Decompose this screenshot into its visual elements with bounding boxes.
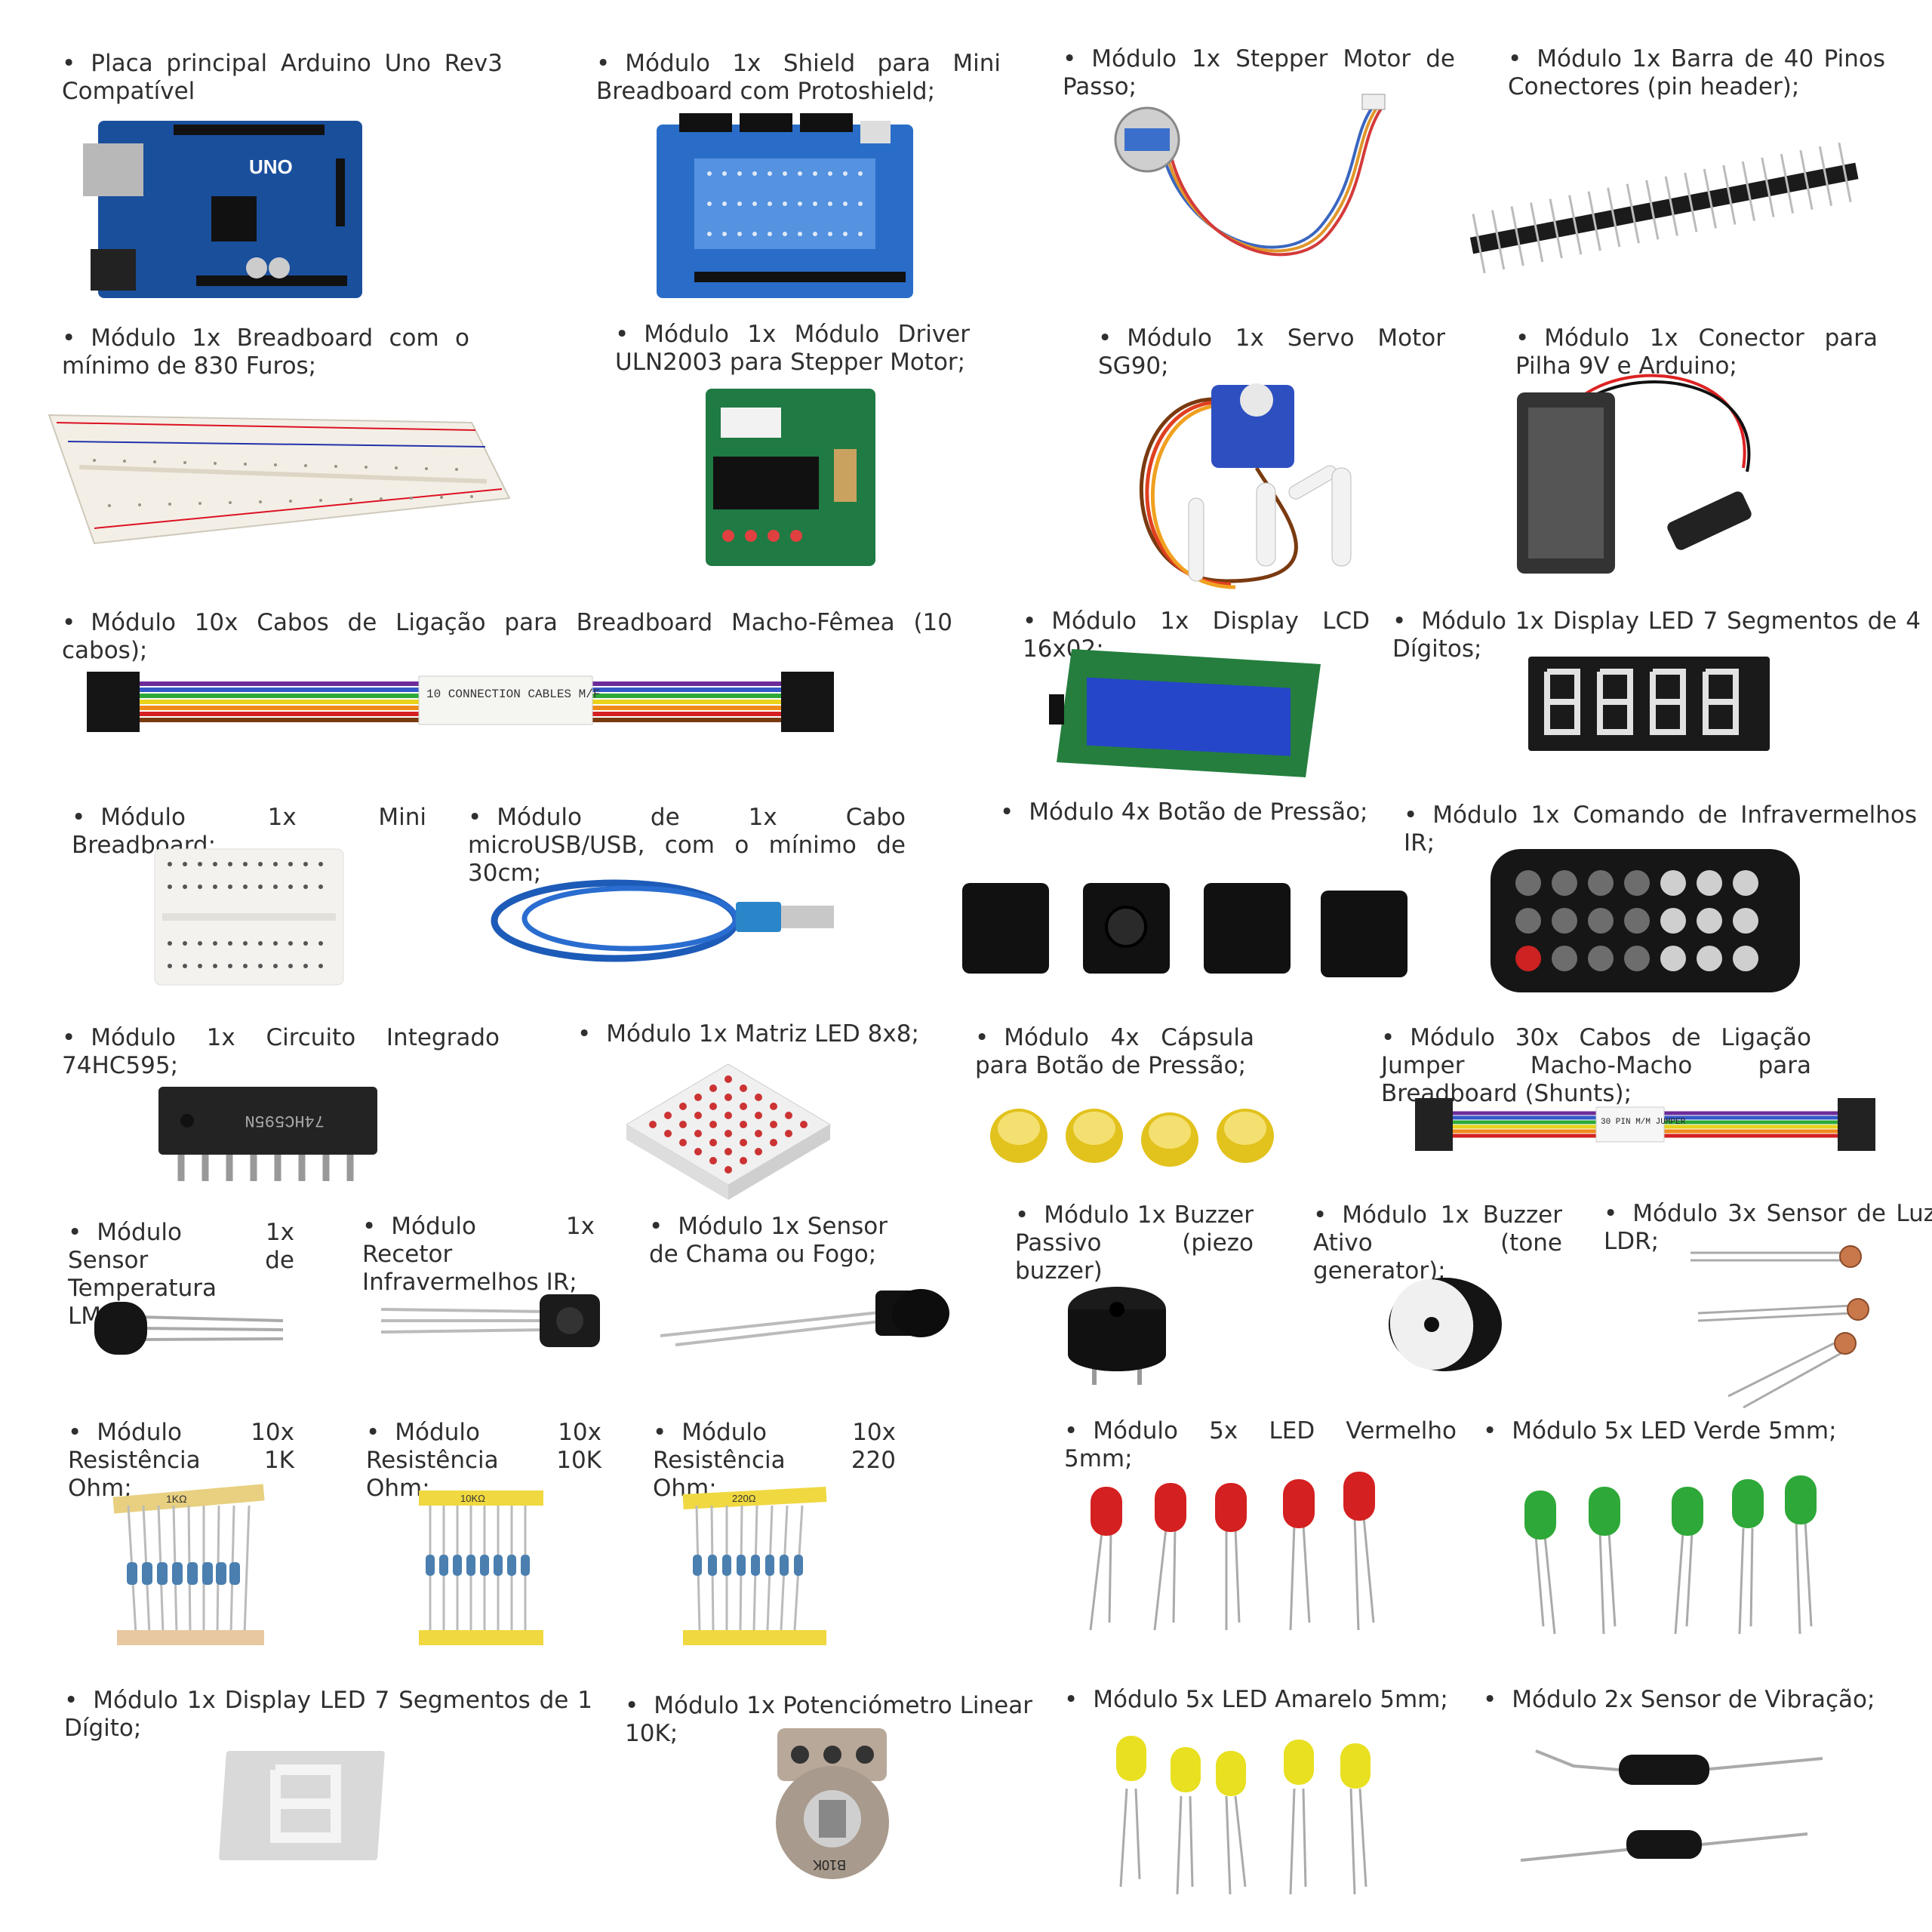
- item-label: Módulo 10x Cabos de Ligação para Breadbo…: [62, 609, 952, 664]
- led-matrix-icon: [626, 1057, 831, 1200]
- stepper-motor-icon: [1094, 91, 1396, 287]
- item-label: Módulo 5x LED Amarelo 5mm;: [1093, 1686, 1448, 1713]
- servo-motor-icon: [1106, 370, 1423, 596]
- button-caps-icon: [989, 1106, 1291, 1174]
- pot-tag: B10K: [813, 1857, 846, 1872]
- item-label: Módulo 1x Matriz LED 8x8;: [606, 1020, 919, 1048]
- lm35-sensor-icon: [94, 1298, 291, 1358]
- item-label: Módulo 1x Potenciómetro Linear 10K;: [625, 1692, 1032, 1747]
- usb-cable-icon: [487, 872, 841, 970]
- item-label: Módulo 1x Servo Motor SG90;: [1098, 325, 1445, 380]
- item-label: Módulo 1x Conector para Pilha 9V e Ardui…: [1515, 325, 1878, 380]
- item-label: Módulo 1x Circuito Integrado 74HC595;: [62, 1024, 500, 1079]
- battery-connector-icon: [1517, 355, 1774, 581]
- potentiometer-icon: B10K: [774, 1728, 891, 1879]
- item-label: Módulo 1x Buzzer Passivo (piezo buzzer): [1015, 1201, 1254, 1284]
- lcd-display-icon: [1049, 649, 1328, 777]
- active-buzzer-icon: [1377, 1272, 1506, 1377]
- seven-segment-1-digit-icon: [219, 1751, 385, 1860]
- jumper-cables-mm-icon: 30 PIN M/M JUMPER: [1415, 1091, 1875, 1158]
- item-label: Módulo 5x LED Vermelho 5mm;: [1064, 1417, 1457, 1472]
- resistor-1k-icon: 1KΩ: [112, 1484, 265, 1649]
- item-label: Placa principal Arduino Uno Rev3 Compatí…: [62, 50, 503, 105]
- item-label: Módulo 1x Módulo Driver ULN2003 para Ste…: [615, 321, 970, 376]
- item-label: Módulo 10x Resistência 1K Ohm;: [68, 1419, 294, 1502]
- item-label: Módulo 4x Botão de Pressão;: [1029, 798, 1368, 826]
- seven-segment-4-digit-icon: [1528, 657, 1770, 751]
- item-label: Módulo 30x Cabos de Ligação Jumper Macho…: [1381, 1024, 1811, 1107]
- ir-remote-icon: [1491, 849, 1800, 992]
- item-label: Módulo 1x Recetor Infravermelhos IR;: [362, 1213, 595, 1296]
- item-label: Módulo 1x Display LED 7 Segmentos de 1 D…: [64, 1687, 592, 1742]
- pin-header-icon: [1453, 142, 1875, 274]
- flame-sensor-icon: [660, 1275, 962, 1358]
- resistor-220-icon: 220Ω: [682, 1487, 827, 1645]
- item-label: Módulo 2x Sensor de Vibração;: [1512, 1686, 1875, 1713]
- resistor-tag: 10KΩ: [460, 1493, 485, 1504]
- item-label: Módulo de 1x Cabo microUSB/USB, com o mí…: [468, 804, 906, 887]
- item-label: Módulo 1x Shield para Mini Breadboard co…: [596, 50, 1001, 105]
- item-label: Módulo 1x Buzzer Ativo (tone generator);: [1313, 1201, 1562, 1284]
- ldr-sensor-icon: [1683, 1238, 1879, 1419]
- cable-tag: 10 CONNECTION CABLES M/F: [426, 688, 600, 701]
- yellow-led-icon: [1106, 1736, 1385, 1902]
- cable-tag: 30 PIN M/M JUMPER: [1601, 1118, 1686, 1127]
- item-label: Módulo 4x Cápsula para Botão de Pressão;: [975, 1024, 1254, 1079]
- breadboard-icon: [48, 400, 517, 551]
- passive-buzzer-icon: [1064, 1275, 1170, 1389]
- ir-receiver-icon: [380, 1291, 608, 1351]
- ic-74hc595-icon: 74HC595N: [158, 1075, 377, 1189]
- item-label: Módulo 1x Display LCD 16x02;: [1023, 608, 1370, 663]
- item-label: Módulo 10x Resistência 10K Ohm;: [366, 1419, 601, 1502]
- green-led-icon: [1513, 1475, 1830, 1641]
- resistor-tag: 1KΩ: [166, 1493, 187, 1505]
- push-buttons-icon: [962, 875, 1415, 989]
- ic-tag: 74HC595N: [245, 1111, 325, 1130]
- resistor-tag: 220Ω: [732, 1493, 756, 1504]
- vibration-sensor-icon: [1506, 1736, 1830, 1879]
- mini-breadboard-icon: [154, 848, 344, 986]
- item-label: Módulo 5x LED Verde 5mm;: [1512, 1417, 1837, 1444]
- svg-text:UNO: UNO: [249, 155, 293, 178]
- item-label: Módulo 10x Resistência 220 Ohm;: [653, 1419, 896, 1502]
- jumper-cables-mf-icon: 10 CONNECTION CABLES M/F: [87, 657, 834, 740]
- item-label: Módulo 1x Sensor de Chama ou Fogo;: [649, 1213, 888, 1268]
- item-label: Módulo 1x Stepper Motor de Passo;: [1063, 45, 1455, 100]
- uln2003-driver-icon: [706, 389, 875, 566]
- item-label: Módulo 1x Barra de 40 Pinos Conectores (…: [1508, 45, 1885, 100]
- arduino-uno-board-icon: UNO: [83, 113, 370, 302]
- item-label: Módulo 1x Display LED 7 Segmentos de 4 D…: [1392, 608, 1921, 663]
- red-led-icon: [1079, 1472, 1396, 1638]
- protoshield-icon: [649, 113, 921, 302]
- item-label: Módulo 3x Sensor de Luz LDR;: [1604, 1200, 1932, 1255]
- resistor-10k-icon: 10KΩ: [419, 1491, 543, 1645]
- item-label: Módulo 1x Breadboard com o mínimo de 830…: [62, 325, 469, 380]
- item-label: Módulo 1x Comando de Infravermelhos IR;: [1404, 801, 1917, 857]
